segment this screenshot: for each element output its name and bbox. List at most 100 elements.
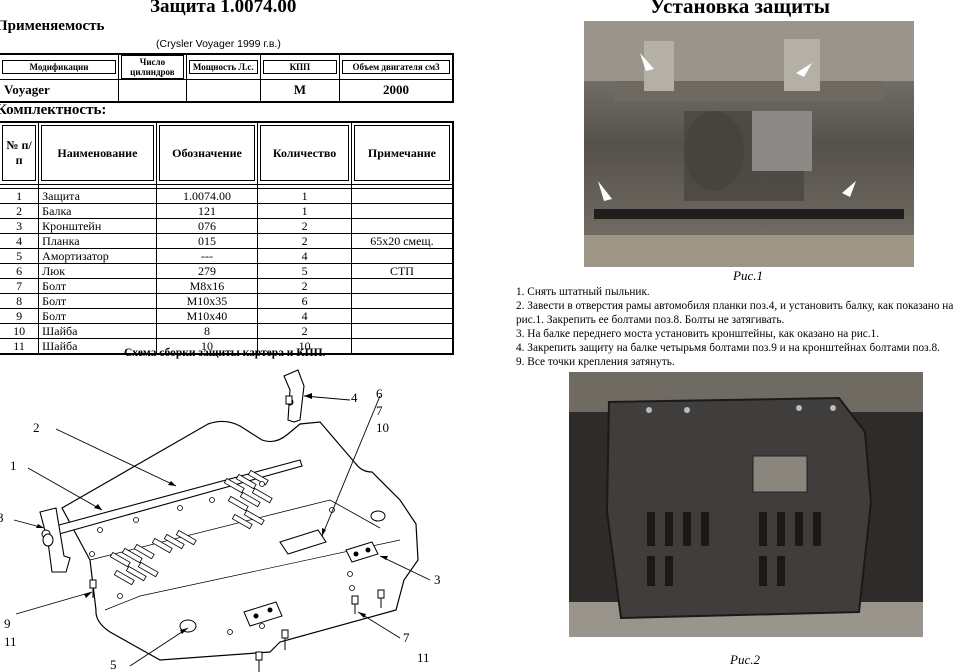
vehicle-note: (Crysler Voyager 1999 г.в.) <box>156 38 281 50</box>
installation-photo-2 <box>569 372 923 637</box>
bolt-icon <box>89 395 385 672</box>
cell-designation: 076 <box>155 217 259 234</box>
hatch-icon <box>752 455 808 493</box>
cell-name: Защита <box>38 187 157 204</box>
instruction-step: 4. Закрепить защиту на балке четырьмя бо… <box>516 342 940 354</box>
cell-quantity: 4 <box>257 307 352 324</box>
cell-name: Шайба <box>38 322 157 339</box>
cell-number: 11 <box>0 337 40 354</box>
cell-number: 10 <box>0 322 40 339</box>
callout-3: 3 <box>434 572 441 587</box>
absorber-icon <box>42 533 54 547</box>
cell-name: Планка <box>38 232 157 249</box>
assembly-diagram <box>13 369 431 672</box>
service-hatch <box>279 529 327 555</box>
cell-number: 6 <box>0 262 40 279</box>
cell-designation: 121 <box>155 202 259 219</box>
callout-10: 10 <box>376 420 389 435</box>
cell-note <box>350 247 454 264</box>
arrow-icon <box>598 181 612 201</box>
callout-2: 2 <box>33 420 40 435</box>
cell-number: 5 <box>0 247 40 264</box>
figure-1-caption: Рис.1 <box>733 268 763 283</box>
cell-quantity: 2 <box>257 322 352 339</box>
cell-gearbox: М <box>259 79 341 102</box>
cell-note <box>350 187 454 204</box>
arrow-icon <box>640 53 654 71</box>
instruction-step: 1. Снять штатный пыльник. <box>516 286 650 298</box>
cell-name: Балка <box>38 202 157 219</box>
cell-number: 4 <box>0 232 40 249</box>
cell-modification: Voyager <box>0 79 119 102</box>
cell-engine-volume: 2000 <box>339 79 454 102</box>
col-designation: Обозначение <box>158 125 256 182</box>
cell-designation: М10х35 <box>155 292 259 309</box>
applicability-table: Модификации Число цилиндров Мощность Л.с… <box>0 53 454 103</box>
cell-number: 8 <box>0 292 40 309</box>
cell-designation: 8 <box>155 322 259 339</box>
col-gearbox: КПП <box>262 60 338 74</box>
callout-1: 1 <box>10 458 17 473</box>
cell-name: Кронштейн <box>38 217 157 234</box>
col-cylinders: Число цилиндров <box>120 55 184 79</box>
cell-designation: 279 <box>155 262 259 279</box>
cell-name: Шайба <box>38 337 157 354</box>
callout-8: 8 <box>0 510 4 525</box>
cell-name: Амортизатор <box>38 247 157 264</box>
cell-number: 3 <box>0 217 40 234</box>
col-modification: Модификации <box>2 60 116 74</box>
callout-7-top: 7 <box>376 403 383 418</box>
col-name: Наименование <box>41 125 154 182</box>
col-note: Примечание <box>353 125 450 182</box>
absorber-icon <box>370 510 386 522</box>
cell-quantity: 2 <box>257 232 352 249</box>
cell-name: Болт <box>38 292 157 309</box>
col-quantity: Количество <box>260 125 349 182</box>
right-bracket <box>345 541 379 563</box>
arrow-icon <box>842 181 856 197</box>
cell-designation: 10 <box>155 337 259 354</box>
callout-6: 6 <box>376 386 383 401</box>
cell-designation: М10х40 <box>155 307 259 324</box>
cell-designation: 1.0074.00 <box>155 187 259 204</box>
cell-number: 7 <box>0 277 40 294</box>
cell-number: 9 <box>0 307 40 324</box>
left-bracket <box>39 507 71 573</box>
kit-header-row: № п/п Наименование Обозначение Количеств… <box>0 121 454 185</box>
scheme-caption: Схема сборки защиты картера и КПП. <box>124 347 326 359</box>
cell-note <box>350 337 454 354</box>
protection-plate <box>61 420 419 661</box>
cell-designation: --- <box>155 247 259 264</box>
cell-cylinders <box>117 79 187 102</box>
cell-note <box>350 217 454 234</box>
cell-quantity: 1 <box>257 187 352 204</box>
callout-4: 4 <box>351 390 358 405</box>
callout-9: 9 <box>4 616 11 631</box>
cell-name: Болт <box>38 307 157 324</box>
cell-quantity: 5 <box>257 262 352 279</box>
installation-title: Установка защиты <box>650 0 830 18</box>
arrow-icon <box>796 63 812 77</box>
instruction-step: 2. Завести в отверстия рамы автомобиля п… <box>516 300 954 326</box>
callout-5: 5 <box>110 657 117 672</box>
cell-quantity: 2 <box>257 217 352 234</box>
installation-photo-1 <box>584 21 914 267</box>
cell-number: 2 <box>0 202 40 219</box>
cell-name: Болт <box>38 277 157 294</box>
cell-power <box>185 79 261 102</box>
vent-slots-right <box>223 469 273 530</box>
applicability-heading: Применяемость <box>0 18 105 34</box>
cell-quantity: 6 <box>257 292 352 309</box>
cell-note <box>350 292 454 309</box>
kit-table: № п/п Наименование Обозначение Количеств… <box>0 121 454 355</box>
cell-note <box>350 322 454 339</box>
callout-7-bottom: 7 <box>403 630 410 645</box>
cell-number: 1 <box>0 187 40 204</box>
